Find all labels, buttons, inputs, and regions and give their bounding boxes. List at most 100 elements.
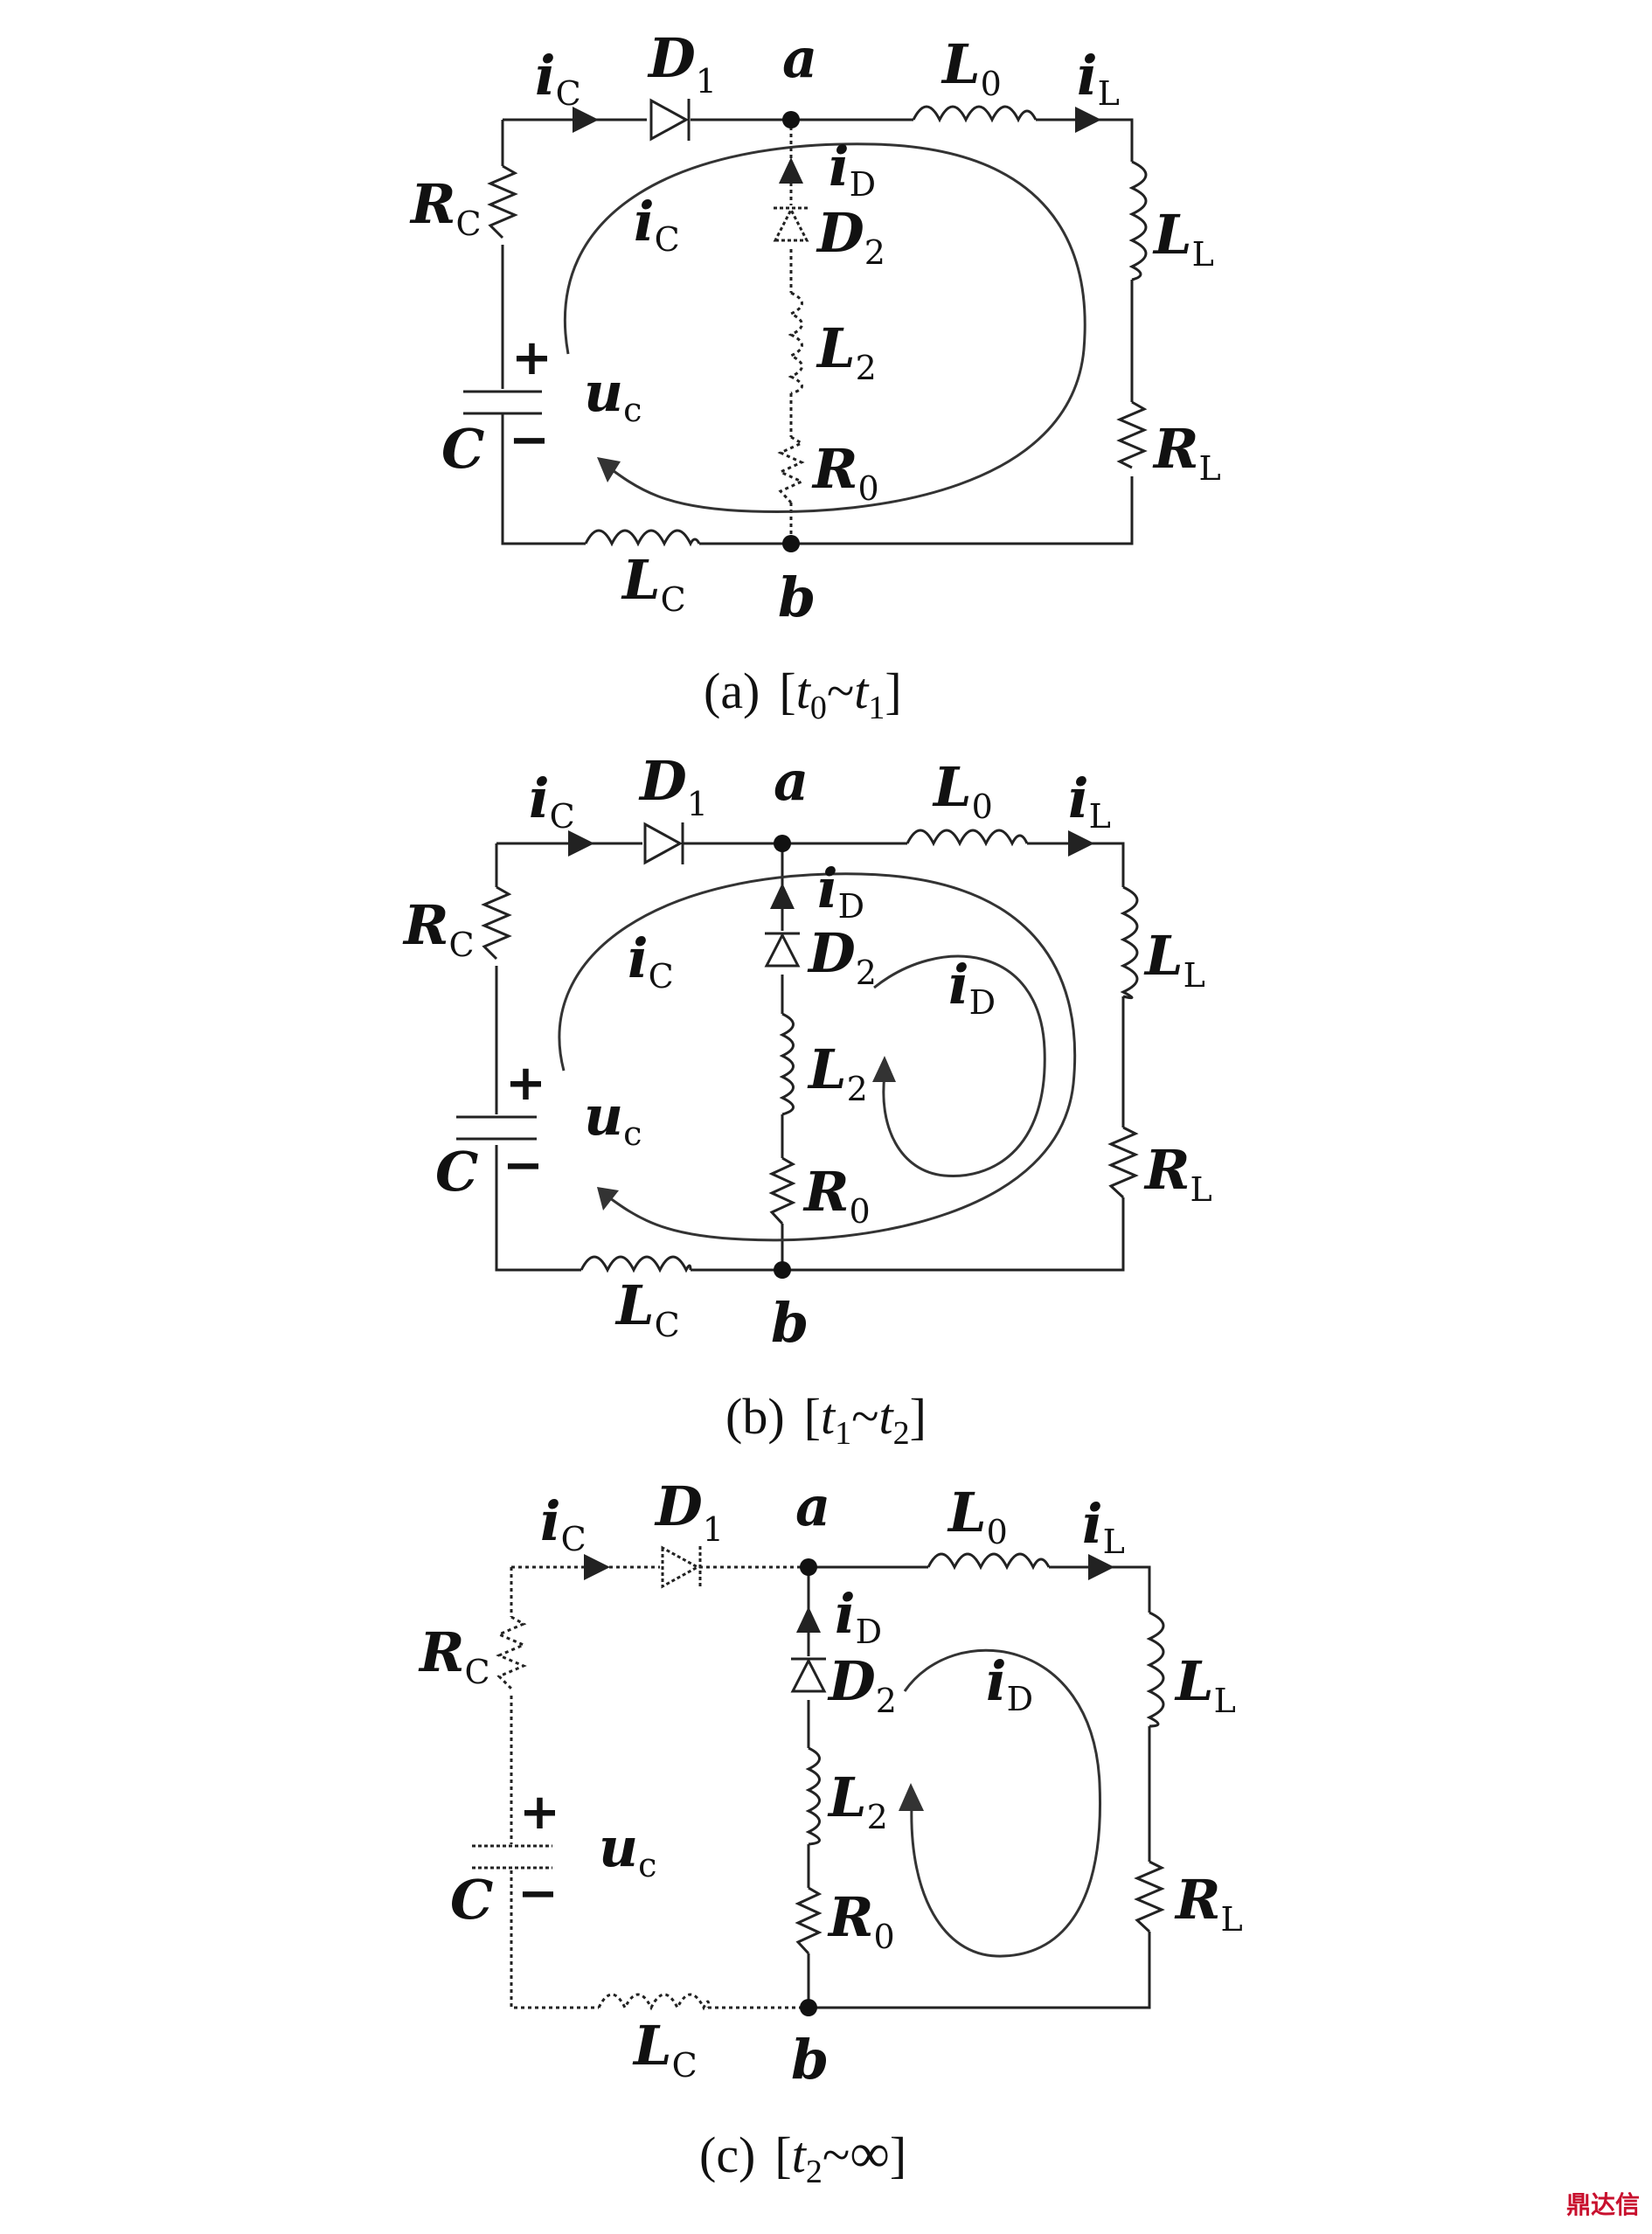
label-id-a: iD	[829, 135, 876, 204]
label-d2-a: D2	[816, 201, 885, 272]
node-a-b	[774, 835, 791, 852]
node-b-a	[782, 535, 800, 552]
label-rl-b: RL	[1143, 1138, 1212, 1209]
label-il-b: iL	[1068, 767, 1111, 836]
label-lc-b: LC	[614, 1273, 680, 1344]
wire-bottom-left-a	[501, 424, 586, 545]
inductor-ll-c	[1146, 1611, 1165, 1728]
label-rc-b: RC	[402, 893, 475, 964]
label-l0-b: L0	[932, 755, 993, 826]
diode-d1-c	[661, 1545, 702, 1589]
arrow-ic-b	[568, 830, 594, 857]
label-node-a-c: a	[795, 1474, 830, 1538]
inductor-l2-a	[788, 291, 803, 395]
diode-d2-a	[773, 206, 809, 242]
label-ll-a: LL	[1152, 203, 1214, 274]
label-node-b-a: b	[778, 565, 816, 629]
label-l0-a: L0	[941, 32, 1002, 103]
label-ic-top-c: iC	[540, 1489, 587, 1558]
wire-right-low-a	[699, 476, 1134, 545]
inductor-l0-b	[906, 829, 1029, 847]
label-l0-c: L0	[947, 1481, 1008, 1551]
caption-b: (b)[t1~t2]	[725, 1388, 927, 1452]
label-lc-a: LC	[621, 548, 686, 619]
resistor-rl-a	[1116, 400, 1148, 469]
loop-id-c	[903, 1648, 1102, 1958]
label-ic-loop-b: iC	[628, 926, 674, 996]
label-minus-a: −	[509, 412, 550, 468]
resistor-rl-c	[1134, 1860, 1165, 1933]
circuit-panel-c: iC D1 a L0 iL iD D2 L2 R0 LL RL RC iD uc…	[418, 1474, 1243, 2190]
label-c-b: C	[435, 1140, 478, 1204]
label-uc-b: uc	[584, 1084, 642, 1153]
label-lc-c: LC	[632, 2014, 698, 2085]
diode-d1-a	[649, 98, 691, 142]
label-node-a-b: a	[774, 749, 809, 813]
label-id-b: iD	[817, 857, 864, 926]
wire-right-c	[809, 1565, 1151, 2009]
labels-c: iC D1 a L0 iL iD D2 L2 R0 LL RL RC iD uc…	[418, 1474, 1243, 2092]
capacitor-c-c	[472, 1844, 552, 1870]
node-a-a	[782, 111, 800, 128]
label-ic-top-a: iC	[535, 44, 581, 113]
loop-ic-arrowhead-b	[597, 1187, 619, 1211]
arrow-id-a	[779, 157, 803, 184]
inductor-l0-c	[927, 1552, 1051, 1571]
labels-a: iC D1 a L0 iL iD D2 L2 R0 LL RL RC iC uc…	[409, 26, 1221, 629]
loop-id-arrowhead-b	[872, 1056, 896, 1082]
capacitor-c-b	[456, 1115, 537, 1141]
inductor-l2-b	[779, 1012, 795, 1116]
resistor-r0-c	[795, 1886, 823, 1955]
label-uc-a: uc	[584, 360, 642, 429]
label-r0-b: R0	[802, 1160, 871, 1231]
label-r0-a: R0	[811, 437, 879, 508]
inductor-ll-a	[1128, 160, 1148, 281]
label-node-b-c: b	[791, 2028, 829, 2092]
arrow-il-c	[1088, 1554, 1114, 1580]
label-r0-c: R0	[827, 1885, 895, 1956]
arrow-il-a	[1075, 107, 1101, 133]
inductor-lc-a	[584, 529, 701, 547]
caption-c: (c)[t2~∞]	[699, 2122, 906, 2190]
node-a-c	[800, 1558, 817, 1576]
label-d2-c: D2	[827, 1649, 897, 1720]
label-l2-b: L2	[807, 1037, 868, 1108]
loop-arrowhead-a	[597, 457, 621, 482]
label-ic-loop-a: iC	[634, 190, 680, 259]
label-il-c: iL	[1082, 1492, 1125, 1561]
label-ll-b: LL	[1143, 924, 1205, 995]
loop-ic-a	[563, 142, 1086, 513]
label-plus-b: +	[505, 1055, 546, 1112]
label-ll-c: LL	[1174, 1649, 1236, 1720]
resistor-rl-b	[1107, 1126, 1139, 1199]
label-c-a: C	[441, 417, 484, 481]
arrow-id-c	[796, 1606, 821, 1633]
inductor-l2-c	[805, 1746, 821, 1846]
label-id-loop-c: iD	[986, 1649, 1033, 1718]
loop-ic-b	[558, 872, 1077, 1242]
label-rl-a: RL	[1152, 417, 1221, 488]
resistor-r0-b	[768, 1156, 796, 1225]
label-d1-b: D1	[638, 749, 708, 823]
label-id-loop-b: iD	[948, 953, 996, 1022]
inductor-ll-b	[1120, 885, 1139, 1000]
label-node-a-a: a	[782, 26, 817, 90]
label-minus-c: −	[517, 1865, 559, 1922]
wire-top-b	[496, 842, 1125, 887]
wire-top-right-a	[1036, 118, 1134, 162]
watermark-logo: 鼎达信	[1565, 2190, 1640, 2219]
loop-id-b	[873, 954, 1046, 1178]
resistor-r0-a	[777, 435, 805, 504]
diode-d2-c	[790, 1657, 827, 1693]
label-l2-c: L2	[827, 1766, 888, 1836]
inductor-lc-b	[580, 1255, 692, 1273]
label-rc-c: RC	[418, 1620, 490, 1691]
diode-d1-b	[643, 822, 684, 865]
wire-bottom-b	[495, 843, 782, 1272]
label-d1-a: D1	[647, 26, 717, 101]
label-d1-c: D1	[654, 1474, 724, 1549]
resistor-rc-c	[496, 1615, 527, 1690]
wire-right-b	[691, 996, 1125, 1272]
label-rl-c: RL	[1174, 1868, 1243, 1939]
